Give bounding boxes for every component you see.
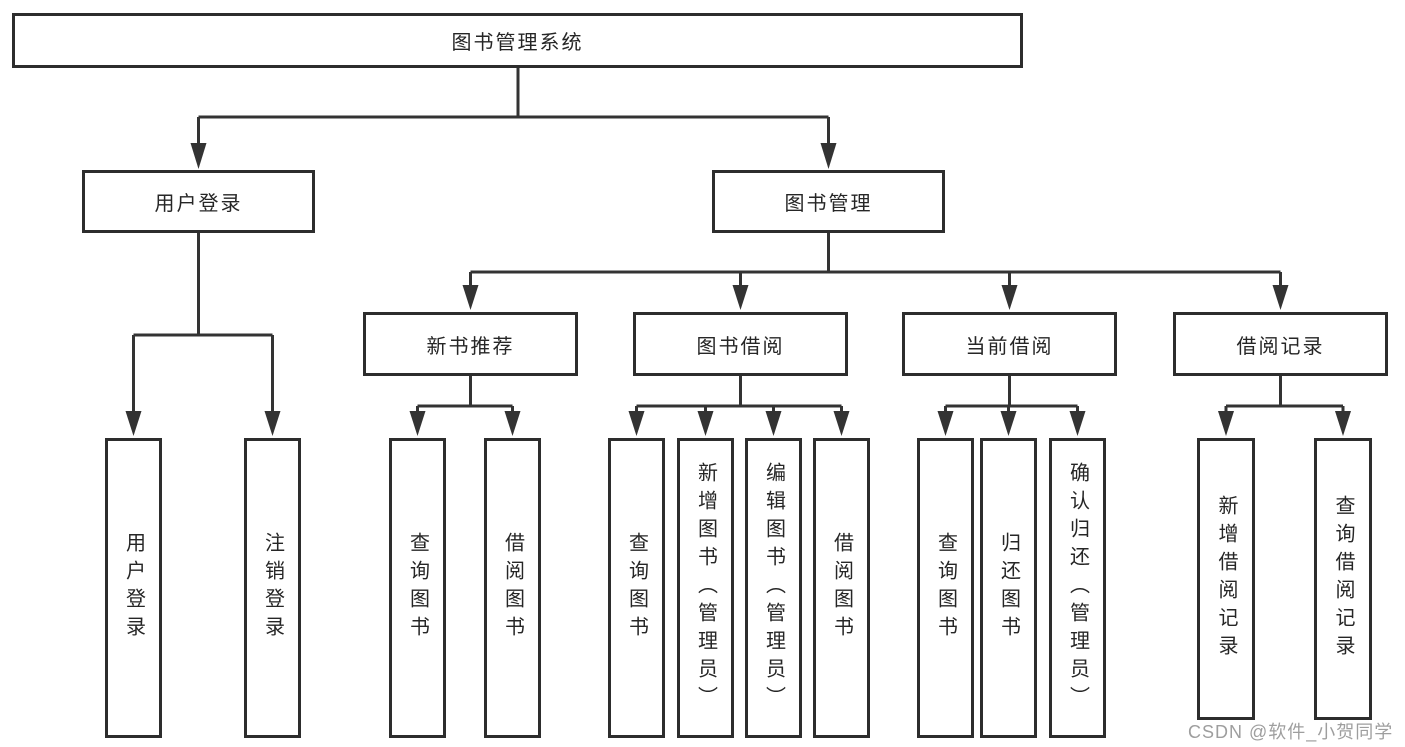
csdn-watermark: CSDN @软件_小贺同学 [1188,722,1394,742]
leaf-current-confirm-admin: 确认归还（管理员） [1049,438,1106,738]
leaf-newbooks-borrow-label: 借阅图书 [501,532,524,644]
node-borrow-records: 借阅记录 [1173,312,1388,376]
leaf-logout: 注销登录 [244,438,301,738]
leaf-borrow-add-admin-label: 新增图书（管理员） [694,462,717,714]
leaf-user-login: 用户登录 [105,438,162,738]
leaf-borrow-add-admin: 新增图书（管理员） [677,438,734,738]
leaf-current-confirm-admin-label: 确认归还（管理员） [1066,462,1089,714]
leaf-newbooks-query-label: 查询图书 [406,532,429,644]
leaf-borrow-query: 查询图书 [608,438,665,738]
node-current-borrow-label: 当前借阅 [965,335,1054,358]
leaf-borrow-borrow-label: 借阅图书 [830,532,853,644]
leaf-borrow-borrow: 借阅图书 [813,438,870,738]
node-book-borrow-label: 图书借阅 [696,335,785,358]
leaf-current-query-label: 查询图书 [934,532,957,644]
leaf-current-query: 查询图书 [917,438,974,738]
leaf-current-return: 归还图书 [980,438,1037,738]
node-user-login: 用户登录 [82,170,315,233]
node-borrow-records-label: 借阅记录 [1236,335,1325,358]
node-book-management-label: 图书管理 [784,193,873,215]
leaf-newbooks-query: 查询图书 [389,438,446,738]
node-current-borrow: 当前借阅 [902,312,1117,376]
leaf-borrow-query-label: 查询图书 [625,532,648,644]
leaf-newbooks-borrow: 借阅图书 [484,438,541,738]
leaf-borrow-edit-admin: 编辑图书（管理员） [745,438,802,738]
leaf-records-add: 新增借阅记录 [1197,438,1255,720]
leaf-records-query-label: 查询借阅记录 [1332,495,1354,663]
leaf-records-query: 查询借阅记录 [1314,438,1372,720]
leaf-borrow-edit-admin-label: 编辑图书（管理员） [762,462,785,714]
node-new-book-recommend-label: 新书推荐 [426,335,515,358]
node-user-login-label: 用户登录 [154,193,243,215]
leaf-current-return-label: 归还图书 [997,532,1020,644]
node-library-system-label: 图书管理系统 [451,32,584,54]
node-book-management: 图书管理 [712,170,945,233]
node-library-system: 图书管理系统 [12,13,1023,68]
node-new-book-recommend: 新书推荐 [363,312,578,376]
leaf-logout-label: 注销登录 [261,532,284,644]
leaf-records-add-label: 新增借阅记录 [1215,495,1237,663]
leaf-user-login-label: 用户登录 [122,532,145,644]
node-book-borrow: 图书借阅 [633,312,848,376]
